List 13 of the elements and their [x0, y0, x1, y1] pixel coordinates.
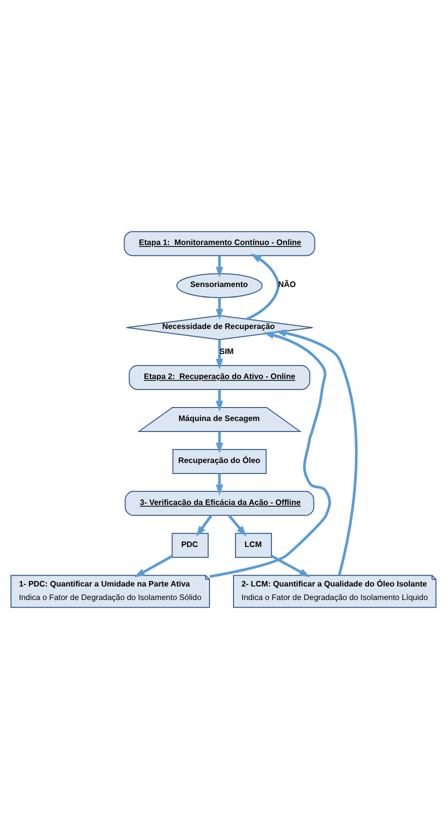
- arrow: [246, 253, 280, 320]
- arrow: [216, 389, 224, 411]
- arrow: [270, 554, 310, 577]
- arrow: [276, 329, 358, 576]
- arrow: [216, 339, 224, 369]
- arrow: [228, 514, 246, 536]
- arrow: [196, 514, 212, 536]
- arrow: [216, 255, 224, 278]
- arrow: [209, 331, 331, 578]
- arrow: [216, 473, 224, 495]
- arrow: [134, 554, 173, 577]
- arrow: [216, 431, 224, 453]
- arrow: [216, 297, 224, 320]
